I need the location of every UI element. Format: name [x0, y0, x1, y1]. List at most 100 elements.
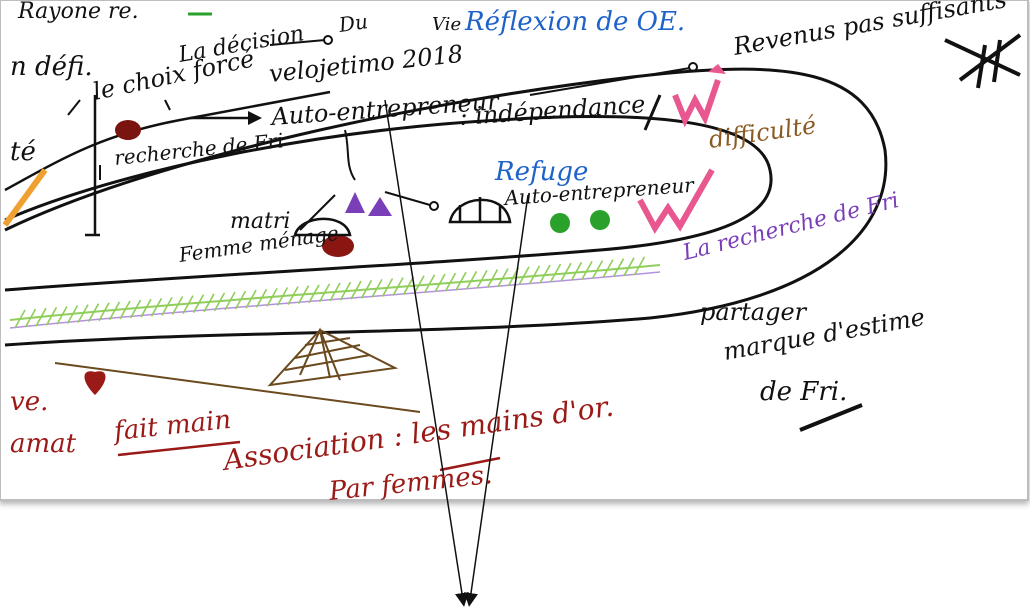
hatch-stroke — [612, 258, 625, 278]
hatch-stroke — [413, 275, 425, 295]
long-arrow-right — [464, 194, 529, 607]
hatch-stroke — [434, 273, 446, 293]
hatch-stroke — [108, 301, 121, 321]
note-reflexion: Réflexion de OE. — [464, 7, 685, 37]
green-dot-2 — [590, 210, 610, 230]
hatch-stroke — [339, 281, 352, 301]
hatch-stroke — [192, 294, 205, 314]
red-dot-femme — [322, 235, 354, 257]
hatch-stroke — [119, 300, 131, 320]
bracket — [85, 95, 100, 237]
hatch-stroke — [98, 302, 110, 322]
hatch-stroke — [276, 287, 289, 306]
pink-w-1 — [672, 79, 721, 128]
hatch-stroke — [455, 271, 467, 291]
hatch-stroke — [35, 307, 47, 327]
hatch-stroke — [371, 279, 383, 298]
hatch-stroke — [45, 306, 58, 326]
orange-stroke — [2, 168, 48, 227]
line-chois — [67, 99, 81, 116]
outer-loop — [4, 67, 888, 347]
hatch-stroke — [602, 259, 614, 278]
line-auto-to-triangles — [344, 129, 356, 181]
pyramid-sketch — [267, 327, 399, 387]
note-top-left: Rayone re. — [17, 0, 139, 24]
hatch-stroke — [224, 291, 236, 311]
dash-top — [164, 99, 171, 111]
hatch-stroke — [581, 261, 593, 280]
hatch-stroke — [329, 282, 341, 302]
hatch-stroke — [539, 264, 551, 284]
arrow-to-du — [269, 39, 326, 46]
pink-heart-top — [708, 64, 726, 74]
hatch-stroke — [150, 297, 163, 317]
red-dot-left — [115, 120, 141, 140]
hatch-stroke — [234, 290, 247, 310]
note-vie: Vie — [432, 14, 461, 35]
dome-icon — [448, 197, 512, 224]
hatch-stroke — [14, 309, 26, 329]
hatch-stroke — [560, 262, 572, 282]
hatch-stroke — [318, 283, 331, 303]
long-arrow-left — [384, 99, 469, 607]
hatch-stroke — [56, 306, 68, 325]
hatch-stroke — [497, 268, 509, 287]
line-femme — [299, 194, 336, 231]
hatch-stroke — [203, 293, 215, 313]
hatch-stroke — [87, 303, 100, 323]
note-ve: ve. — [10, 387, 48, 417]
black-underline — [799, 403, 863, 432]
hashtag-mark — [944, 33, 1022, 89]
inner-loop — [4, 115, 773, 292]
note-matri: matri — [230, 209, 290, 234]
heart-icon — [84, 371, 106, 395]
hatch-stroke — [423, 274, 436, 294]
note-defi: n défi. — [10, 52, 93, 82]
hatch-stroke — [402, 276, 415, 296]
hatch-stroke — [129, 299, 142, 319]
hatch-stroke — [486, 269, 499, 288]
hatch-stroke — [444, 272, 457, 292]
hatch-stroke — [381, 278, 394, 297]
hatch-stroke — [66, 305, 79, 324]
hatch-stroke — [623, 257, 635, 277]
hatch-stroke — [633, 256, 646, 276]
arrow-triangles-to-dome — [384, 191, 431, 206]
arrow-end-dot — [688, 62, 698, 72]
hatch-stroke — [549, 263, 562, 283]
hatch-stroke — [245, 289, 257, 309]
hatch-stroke — [266, 288, 278, 307]
note-refuge: Refuge — [494, 157, 588, 187]
hatch-stroke — [518, 266, 530, 286]
hatch-stroke — [465, 270, 478, 290]
note-amat: amat — [10, 429, 77, 459]
hatch-stroke — [213, 292, 226, 312]
hatch-stroke — [255, 288, 268, 308]
hatch-stroke — [350, 280, 362, 300]
top-loop — [4, 90, 331, 192]
hatch-stroke — [171, 296, 184, 315]
purple-triangle-2 — [368, 197, 392, 216]
slash-independance — [643, 94, 662, 131]
dome-icon-femme — [293, 217, 352, 237]
note-de-fri: de Fri. — [760, 377, 847, 407]
hatch-stroke — [140, 298, 152, 318]
hatch-stroke — [591, 260, 604, 279]
hatch-marks — [14, 256, 646, 329]
hatch-stroke — [360, 279, 373, 299]
paper-sheet — [0, 0, 1029, 501]
hatch-stroke — [182, 295, 194, 314]
hatch-stroke — [528, 265, 541, 285]
hatch-stroke — [476, 270, 488, 289]
purple-triangle-1 — [345, 192, 365, 213]
hatch-stroke — [287, 286, 299, 305]
dome-dot — [429, 201, 439, 211]
red-underline — [117, 440, 241, 457]
hatch-stroke — [297, 285, 310, 305]
hatch-stroke — [392, 277, 404, 296]
hatch-stroke — [570, 261, 583, 281]
hatch-stroke — [161, 297, 173, 316]
green-dot-1 — [550, 213, 570, 233]
